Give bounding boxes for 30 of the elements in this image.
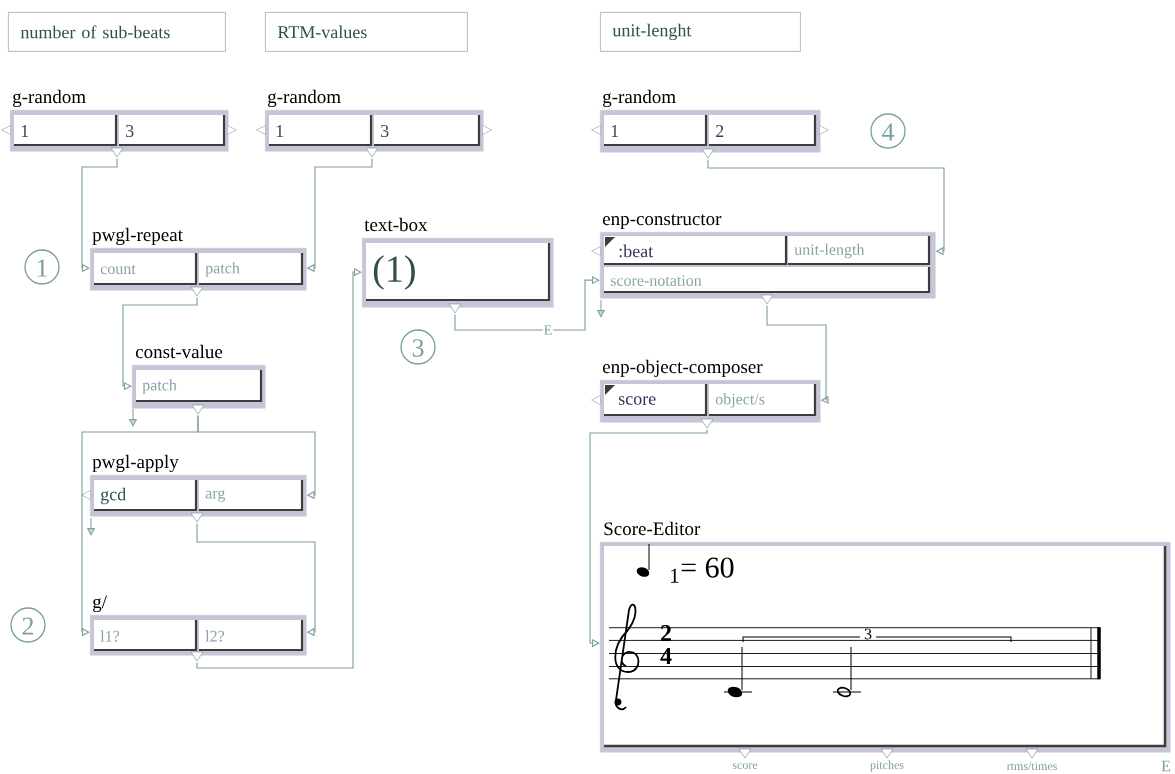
box-title: text-box [364,217,428,232]
box-title: g-random [268,89,341,108]
callout-number: 2 [10,607,46,643]
box-title: g-random [13,89,86,108]
callout-number: 1 [24,249,60,285]
output-label: rtms/times [1006,761,1057,771]
box-title: const-value [135,344,223,359]
box-title: pwgl-apply [92,454,179,473]
connector [454,275,600,331]
box-title: g-random [603,89,676,108]
comment-box: unit-lenght [600,12,801,52]
box-title: pwgl-repeat [92,227,183,246]
connector [766,304,829,405]
input-field: (1) [366,243,551,302]
box-title: g/ [93,595,107,613]
output-label: score [732,763,758,769]
box-title: enp-constructor [602,214,722,230]
output-label: pitches [870,760,904,772]
connector [196,267,362,669]
input-field: patch [136,370,263,403]
callout-number: 4 [870,113,906,149]
callout-number: 3 [400,329,436,365]
output-label: E [1161,760,1171,772]
connector [196,522,316,637]
box-title: Score-Editor [604,521,701,536]
connector [707,158,945,256]
edge-label: E [542,324,554,336]
comment-box: number of sub-beats [8,12,226,52]
box-title: enp-object-composer [602,359,763,378]
comment-box: RTM-values [265,12,468,52]
